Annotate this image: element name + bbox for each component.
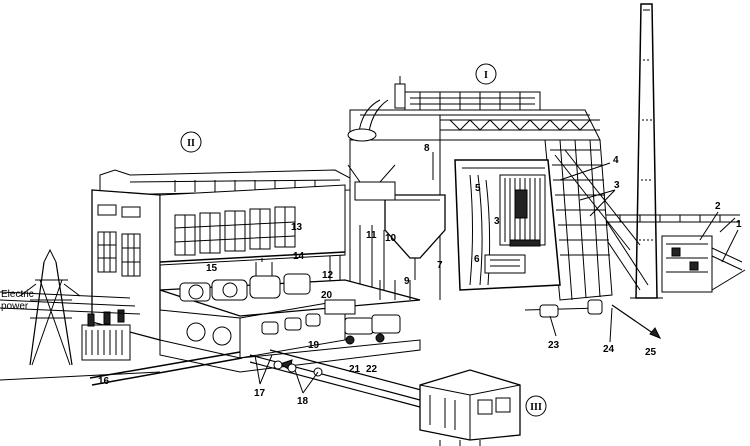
- end-wall-windows: [97, 204, 141, 277]
- callout-3b: 3: [494, 216, 500, 227]
- electric-power-caption: Electric power: [1, 289, 34, 312]
- coal-bunker: [329, 164, 446, 300]
- boiler-house: [347, 76, 641, 301]
- section-marker-II: [180, 131, 202, 153]
- transmission-tower: [0, 248, 141, 366]
- cooling-water-pipes: [89, 349, 441, 411]
- turbine-generator: [179, 258, 311, 302]
- callout-4: 4: [613, 155, 619, 166]
- callout-20: 20: [321, 290, 333, 301]
- callout-24: 24: [603, 344, 615, 355]
- callout-15: 15: [206, 263, 218, 274]
- chimney: [630, 3, 663, 299]
- section-label-I: I: [484, 70, 488, 81]
- section-labels: I II III: [180, 63, 547, 417]
- callout-5: 5: [475, 183, 481, 194]
- callout-17: 17: [254, 388, 266, 399]
- callout-21: 21: [349, 364, 361, 375]
- callout-9: 9: [404, 276, 410, 287]
- callout-2: 2: [715, 201, 721, 212]
- precipitator-unit: [661, 217, 746, 293]
- callouts: 1 2 3 3 4 5 6 7 8 9 10 11 12 13 14 15 16…: [98, 143, 742, 407]
- callout-10: 10: [385, 233, 397, 244]
- feed-pumps: [324, 280, 411, 345]
- callout-19: 19: [308, 340, 320, 351]
- callout-14: 14: [293, 251, 305, 262]
- section-marker-III: [525, 395, 547, 417]
- callout-18: 18: [297, 396, 309, 407]
- callout-11: 11: [366, 230, 377, 241]
- section-label-III: III: [530, 402, 542, 413]
- callout-1: 1: [736, 219, 742, 230]
- caption-line-2: power: [1, 301, 29, 312]
- callout-leaders: [254, 152, 739, 394]
- callout-3a: 3: [614, 180, 620, 191]
- callout-16: 16: [98, 376, 110, 387]
- callout-25: 25: [645, 347, 657, 358]
- turbine-hall: [91, 169, 421, 373]
- section-label-II: II: [187, 138, 195, 149]
- ground-and-flows: [0, 299, 662, 381]
- callout-8: 8: [424, 143, 430, 154]
- callout-6: 6: [474, 254, 480, 265]
- callout-13: 13: [291, 222, 303, 233]
- step-up-transformer: [81, 309, 131, 361]
- pump-house: [419, 369, 521, 446]
- callout-7: 7: [437, 260, 443, 271]
- caption-line-1: Electric: [1, 289, 34, 300]
- callout-23: 23: [548, 340, 560, 351]
- section-marker-I: [475, 63, 497, 85]
- side-wall-windows: [174, 206, 296, 256]
- callout-12: 12: [322, 270, 334, 281]
- callout-22: 22: [366, 364, 378, 375]
